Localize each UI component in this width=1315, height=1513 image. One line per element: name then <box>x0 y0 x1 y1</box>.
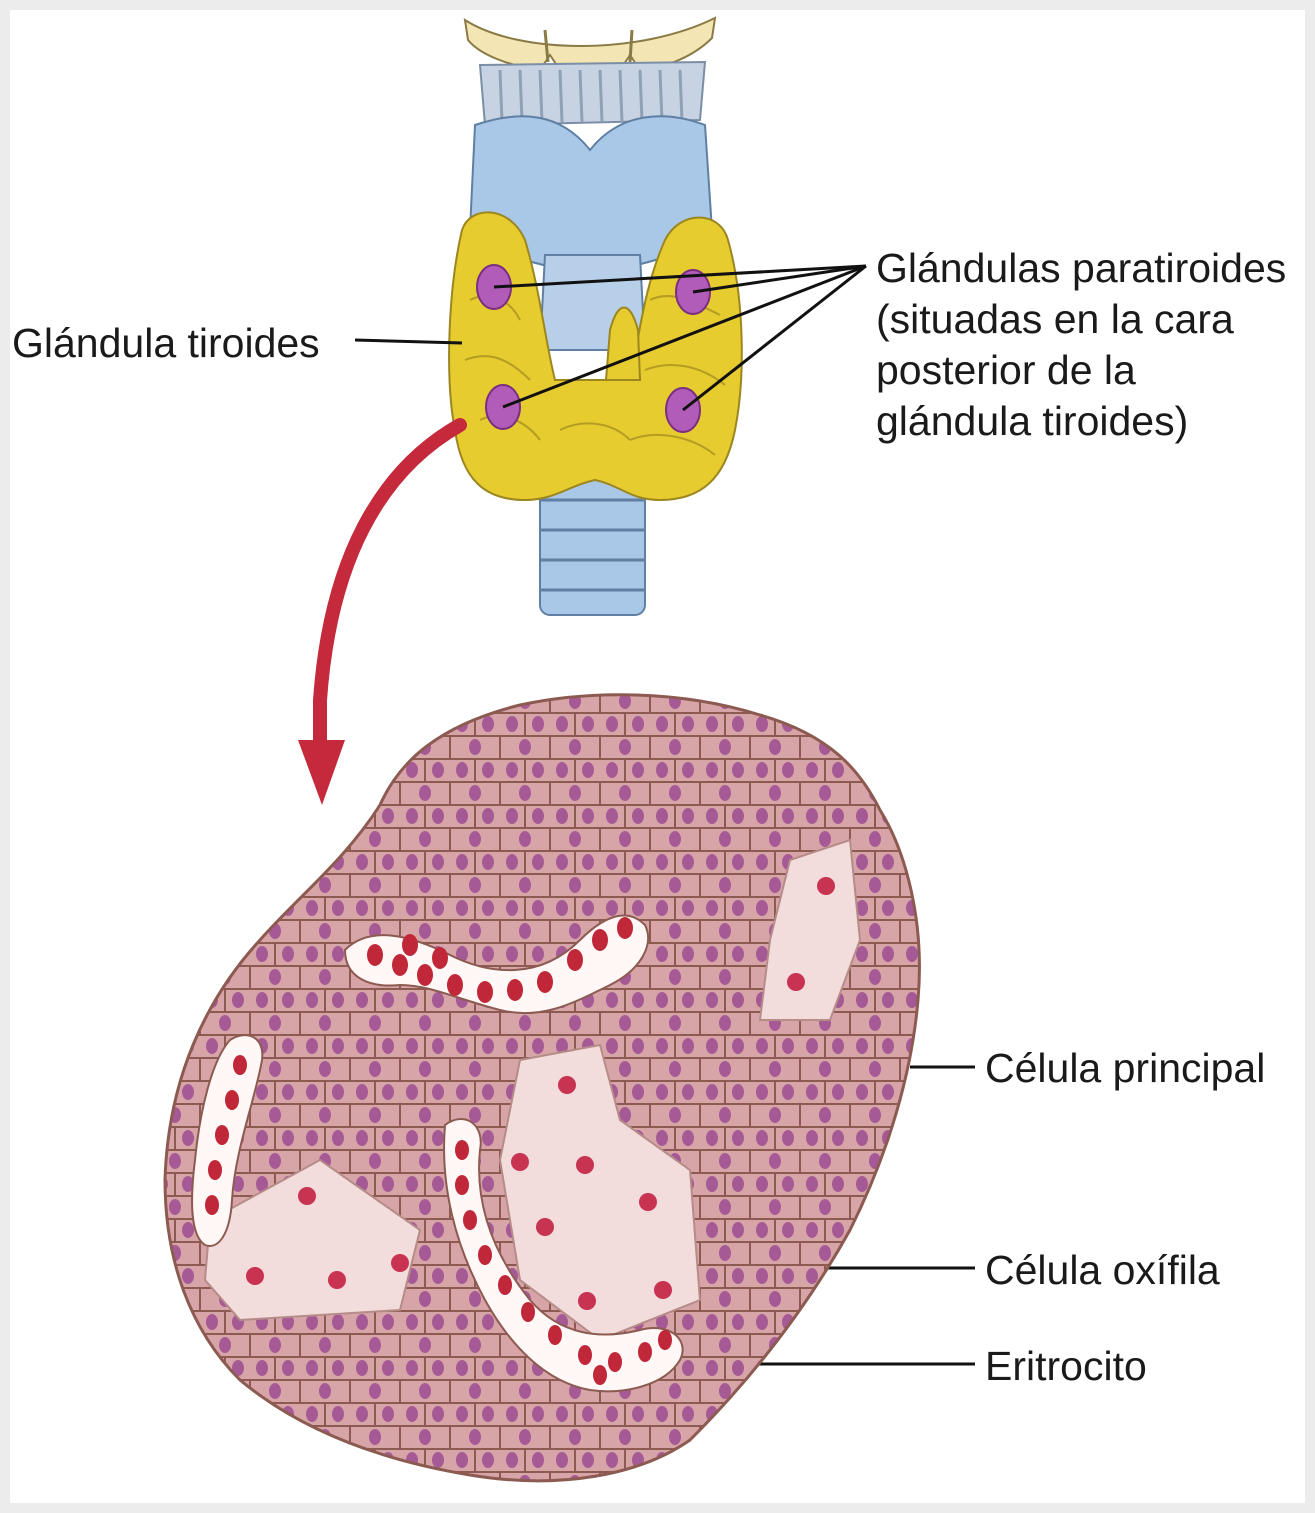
label-chief-cell: Célula principal <box>985 1043 1265 1094</box>
label-parathyroid-line-1: Glándulas paratiroides <box>876 243 1286 294</box>
label-erythrocyte: Eritrocito <box>985 1341 1147 1392</box>
label-parathyroid-line-4: glándula tiroides) <box>876 396 1286 447</box>
magnification-arrow <box>320 425 460 760</box>
label-parathyroid-glands: Glándulas paratiroides (situadas en la c… <box>876 243 1286 447</box>
arrow-head <box>298 740 345 805</box>
label-parathyroid-line-2: (situadas en la cara <box>876 294 1286 345</box>
thyrohyoid-membrane <box>480 62 705 125</box>
label-thyroid-gland: Glándula tiroides <box>12 318 320 369</box>
leader-thyroid <box>355 340 462 343</box>
label-parathyroid-line-3: posterior de la <box>876 345 1286 396</box>
label-oxyphil-cell: Célula oxífila <box>985 1245 1220 1296</box>
